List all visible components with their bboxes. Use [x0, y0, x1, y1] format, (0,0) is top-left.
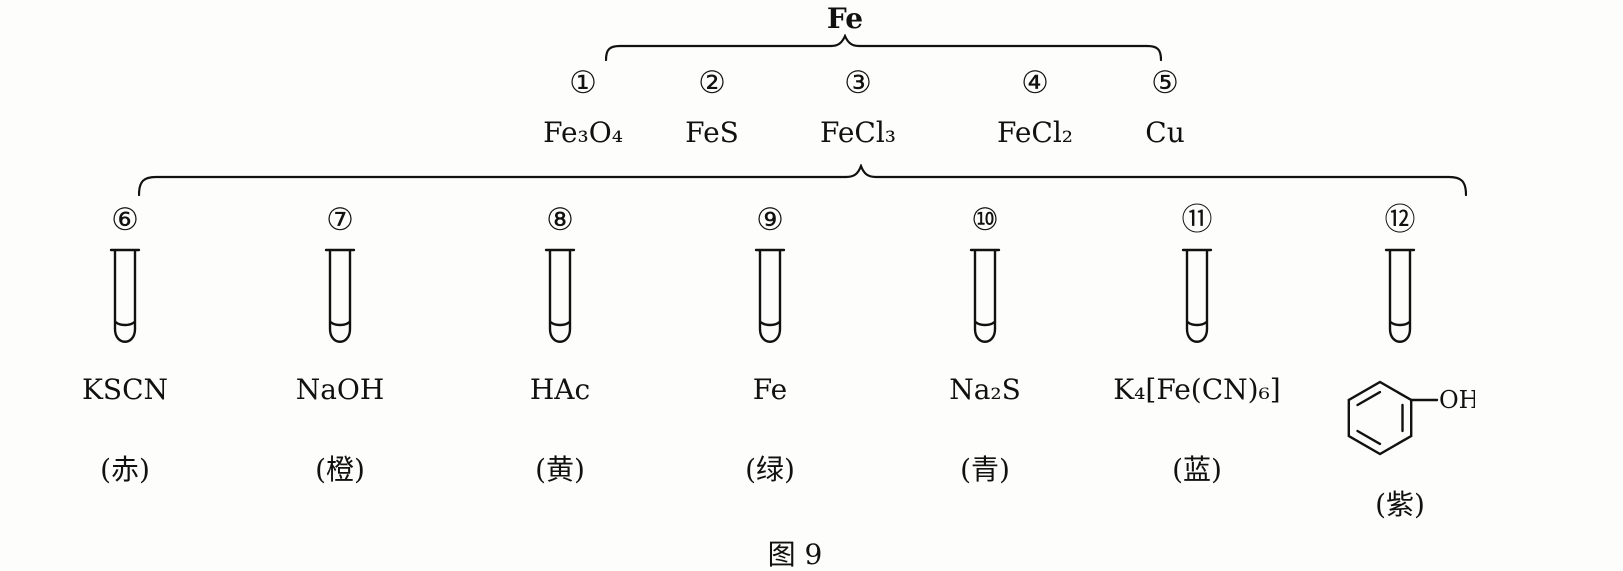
source-element-label: Fe [826, 2, 864, 35]
color-label: (蓝) [1172, 452, 1222, 486]
reagent-label: Fe [752, 372, 788, 406]
reagent-label: K₄[Fe(CN)₆] [1113, 372, 1281, 406]
product-formula: FeCl₃ [819, 115, 897, 149]
test-tube-icon [1384, 248, 1416, 343]
color-label: (橙) [315, 452, 365, 486]
figure-caption: 图 9 [767, 538, 823, 571]
reagent-number: ⑧ [546, 202, 574, 238]
test-tube-icon [754, 248, 786, 343]
reagent-number: ⑫ [1384, 202, 1416, 238]
reagent-column-phenol: ⑫ OH (紫) [1290, 202, 1510, 523]
product-column-cu: ⑤ Cu [1075, 65, 1255, 149]
reagent-number: ⑩ [971, 202, 999, 238]
product-column-fecl2: ④ FeCl₂ [945, 65, 1125, 149]
reagent-column-na2s: ⑩ Na₂S (青) [875, 202, 1095, 488]
color-label: (紫) [1375, 487, 1425, 521]
reagent-number: ⑪ [1181, 202, 1213, 238]
color-label: (青) [960, 452, 1010, 486]
color-label: (绿) [745, 452, 795, 486]
product-number: ② [698, 65, 726, 101]
reagent-column-kscn: ⑥ KSCN (赤) [15, 202, 235, 488]
reagent-column-hac: ⑧ HAc (黄) [450, 202, 670, 488]
product-number: ⑤ [1151, 65, 1179, 101]
fecl3-to-reagents-brace-icon [138, 164, 1467, 196]
color-label: (黄) [535, 452, 585, 486]
reagent-number: ⑦ [326, 202, 354, 238]
product-formula: FeS [685, 115, 739, 149]
product-formula: Cu [1145, 115, 1185, 149]
color-label: (赤) [100, 452, 150, 486]
product-formula: Fe₃O₄ [543, 115, 623, 149]
reagent-number: ⑥ [111, 202, 139, 238]
fe-to-products-brace-icon [605, 34, 1162, 61]
reagent-column-k4fecn6: ⑪ K₄[Fe(CN)₆] (蓝) [1087, 202, 1307, 488]
reagent-label: HAc [529, 372, 591, 406]
product-column-fecl3: ③ FeCl₃ [768, 65, 948, 149]
reagent-number: ⑨ [756, 202, 784, 238]
test-tube-icon [109, 248, 141, 343]
reagent-column-fe: ⑨ Fe (绿) [660, 202, 880, 488]
product-number: ③ [844, 65, 872, 101]
product-formula: FeCl₂ [996, 115, 1074, 149]
reagent-label: KSCN [81, 372, 169, 406]
reagent-column-naoh: ⑦ NaOH (橙) [230, 202, 450, 488]
test-tube-icon [324, 248, 356, 343]
product-column-fe3o4: ① Fe₃O₄ [493, 65, 673, 149]
product-number: ④ [1021, 65, 1049, 101]
reagent-label: Na₂S [949, 372, 1021, 406]
test-tube-icon [1181, 248, 1213, 343]
product-number: ① [569, 65, 597, 101]
product-column-fes: ② FeS [622, 65, 802, 149]
test-tube-icon [969, 248, 1001, 343]
hydroxyl-label: OH [1439, 386, 1475, 414]
test-tube-icon [544, 248, 576, 343]
benzene-ring-icon: OH [1347, 380, 1475, 456]
reagent-label: NaOH [295, 372, 385, 406]
